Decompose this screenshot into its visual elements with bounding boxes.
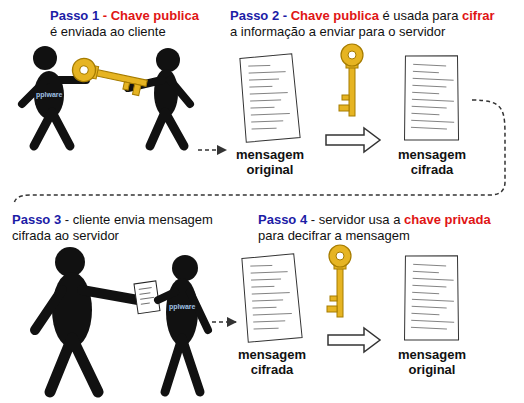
stick-figure bbox=[128, 48, 190, 146]
public-key bbox=[70, 56, 149, 96]
message-document: mensagem cifrada bbox=[232, 252, 312, 378]
step-text-run: cifrar bbox=[462, 8, 495, 23]
watermark: pplware bbox=[169, 303, 195, 310]
step-text-run: Passo 1 bbox=[50, 8, 99, 23]
step-text: Passo 1 - Chave publicaé enviada ao clien… bbox=[50, 8, 199, 39]
flow-arrow bbox=[198, 149, 226, 151]
step-text-run: para decifrar a mensagem bbox=[258, 228, 410, 243]
step-text-run: a informação a enviar para o servidor bbox=[230, 24, 445, 39]
text-line: é enviada ao cliente bbox=[50, 24, 199, 40]
document-icon bbox=[392, 52, 472, 144]
text-line: Passo 1 - Chave publica bbox=[50, 8, 199, 24]
message-document: mensagem cifrada bbox=[392, 52, 472, 178]
hollow-arrow bbox=[328, 328, 380, 352]
document-icon bbox=[230, 52, 310, 144]
hollow-arrow bbox=[326, 128, 380, 152]
text-line: a informação a enviar para o servidor bbox=[230, 24, 495, 40]
stick-figure bbox=[35, 247, 138, 392]
step-text-run: - servidor usa a bbox=[311, 212, 401, 227]
step-text: Passo 3- cliente envia mensagem cifrada … bbox=[12, 212, 226, 243]
step-text-run: chave privada bbox=[404, 212, 491, 227]
step-text-run: Passo 2 - bbox=[230, 8, 287, 23]
text-line: para decifrar a mensagem bbox=[258, 228, 491, 244]
step-text-run: é usada para bbox=[382, 8, 458, 23]
step-text-run: Passo 3 bbox=[12, 212, 61, 227]
text-line: Passo 4 - servidor usa achave privada bbox=[258, 212, 491, 228]
watermark-text: pplware bbox=[36, 91, 62, 98]
public-key bbox=[339, 44, 363, 116]
step-text-run: Passo 4 bbox=[258, 212, 307, 227]
text-line: pplware bbox=[36, 91, 62, 98]
message-document: mensagem original bbox=[230, 52, 310, 178]
step-text: Passo 4 - servidor usa achave privadapara… bbox=[258, 212, 491, 243]
step-text-run: é enviada ao cliente bbox=[50, 24, 166, 39]
document-caption: mensagem cifrada bbox=[232, 348, 312, 378]
document-caption: mensagem original bbox=[230, 148, 310, 178]
watermark: pplware bbox=[36, 91, 62, 98]
step-text: Passo 2 - Chave publicaé usada para cifrar… bbox=[230, 8, 495, 39]
stick-figure bbox=[158, 255, 208, 392]
watermark-text: pplware bbox=[169, 303, 195, 310]
text-line: Passo 2 - Chave publicaé usada para cifrar bbox=[230, 8, 495, 24]
text-line: pplware bbox=[169, 303, 195, 310]
flow-arrow bbox=[212, 321, 236, 323]
message-document: mensagem original bbox=[392, 252, 472, 378]
document-caption: mensagem original bbox=[392, 348, 472, 378]
document-caption: mensagem cifrada bbox=[392, 148, 472, 178]
step-text-run: Chave publica bbox=[291, 8, 379, 23]
text-line: Passo 3- cliente envia mensagem cifrada … bbox=[12, 212, 226, 243]
private-key bbox=[327, 245, 351, 317]
step-text-run: - Chave publica bbox=[103, 8, 199, 23]
document-icon bbox=[232, 252, 312, 344]
document-icon bbox=[392, 252, 472, 344]
